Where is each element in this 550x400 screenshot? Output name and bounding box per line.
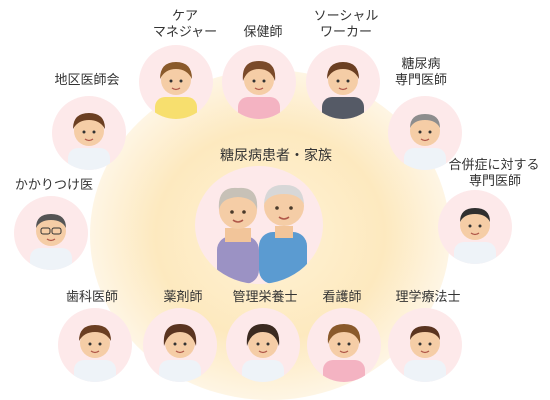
patient-family-label: 糖尿病患者・家族 [220,148,332,164]
complication-specialist-illustration [438,190,512,264]
family-doctor-label: かかりつけ医 [14,178,94,193]
social-worker-label-line1: ソーシャル [313,9,379,24]
dietitian-illustration [226,308,300,382]
dietitian-label: 管理栄養士 [232,290,298,305]
dentist-label: 歯科医師 [65,290,118,305]
diabetes-specialist-label-line1: 糖尿病 [401,57,441,72]
complication-specialist-label-line1: 合併症に対する [448,158,540,173]
family-doctor-illustration [14,196,88,270]
care-manager-label-line1: ケア [171,9,198,24]
complication-specialist-label-line2: 専門医師 [468,174,521,189]
pharmacist-label: 薬剤師 [163,290,203,305]
social-worker-illustration [306,45,380,119]
physical-therapist-illustration [388,308,462,382]
social-worker-label-line2: ワーカー [319,25,372,40]
nurse-illustration [307,308,381,382]
regional-medical-association-label: 地区医師会 [54,73,120,88]
diabetes-specialist-illustration [388,96,462,170]
diabetes-specialist-label-line2: 専門医師 [394,73,447,88]
care-manager-illustration [139,45,213,119]
public-health-nurse-illustration [222,45,296,119]
regional-medical-association-illustration [52,96,126,170]
nurse-label: 看護師 [322,290,362,305]
physical-therapist-label: 理学療法士 [395,290,461,305]
care-manager-label-line2: マネジャー [152,25,218,40]
public-health-nurse-label: 保健師 [243,25,283,40]
dentist-illustration [58,308,132,382]
patient-family-illustration [195,166,323,284]
pharmacist-illustration [143,308,217,382]
